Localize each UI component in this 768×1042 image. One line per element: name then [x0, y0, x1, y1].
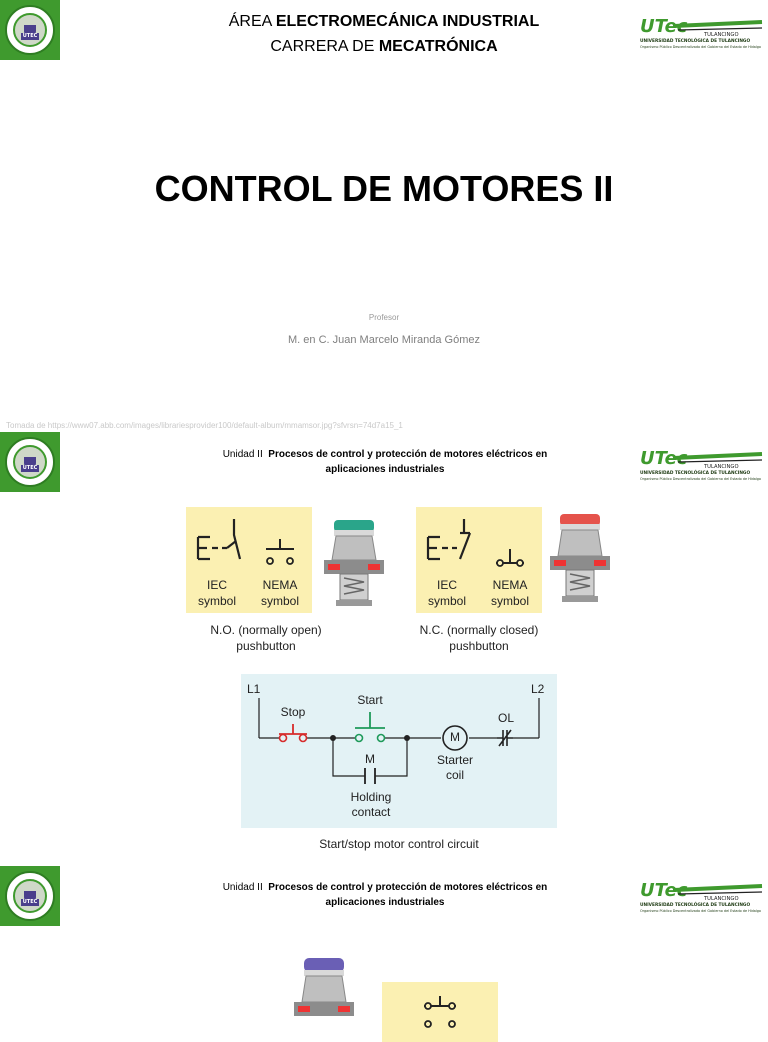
- start-button-symbol: [354, 712, 386, 743]
- nc-caption: N.C. (normally closed)pushbutton: [419, 623, 539, 653]
- circuit-wiring: [258, 698, 540, 784]
- start-label: Start: [357, 693, 383, 707]
- professor-name: M. en C. Juan Marcelo Miranda Gómez: [288, 334, 480, 346]
- svg-text:Organismo Público Descentraliz: Organismo Público Descentralizado del Go…: [640, 45, 761, 49]
- l1-label: L1: [247, 682, 261, 696]
- stop-label: Stop: [280, 705, 306, 719]
- iec-nc-symbol-icon: [426, 519, 472, 561]
- motor-symbol-label: M: [450, 730, 460, 744]
- nema-nc-symbol-icon: [424, 996, 456, 1028]
- unit-heading: Unidad II Procesos de control y protecci…: [222, 449, 548, 475]
- utec-tulancingo-logo-right: UTec TULANCINGO UNIVERSIDAD TECNOLÓGICA …: [640, 448, 763, 481]
- utec-tulancingo-logo-right: UTec TULANCINGO UNIVERSIDAD TECNOLÓGICA …: [640, 16, 763, 49]
- slide-pushbuttons-continued: UTEC UTec TULANCINGO UNIVERSIDAD TECNOLÓ…: [0, 864, 768, 1042]
- green-pushbutton-image: [324, 520, 384, 606]
- utec-shield-logo-left: UTEC: [0, 0, 60, 60]
- svg-text:UNIVERSIDAD TECNOLÓGICA DE TUL: UNIVERSIDAD TECNOLÓGICA DE TULANCINGO: [640, 469, 750, 476]
- nema-nc-symbol-icon: [496, 549, 524, 567]
- l2-label: L2: [531, 682, 545, 696]
- holding-m-label: M: [365, 752, 375, 766]
- area-line: ÁREA ELECTROMECÁNICA INDUSTRIAL: [228, 13, 540, 30]
- svg-text:UNIVERSIDAD TECNOLÓGICA DE TUL: UNIVERSIDAD TECNOLÓGICA DE TULANCINGO: [640, 901, 750, 908]
- career-line: CARRERA DE MECATRÓNICA: [270, 38, 498, 55]
- circuit-caption: Start/stop motor control circuit: [319, 837, 479, 851]
- image-source-link[interactable]: Tomada de https://www07.abb.com/images/l…: [6, 421, 403, 430]
- nema-symbol-panel: [382, 982, 498, 1042]
- svg-text:UTec: UTec: [640, 880, 688, 901]
- nema-no-symbol-icon: [266, 539, 294, 565]
- svg-text:UTec: UTec: [640, 448, 688, 469]
- purple-pushbutton-image: [294, 958, 354, 1016]
- iec-no-symbol-icon: [196, 519, 242, 561]
- no-caption: N.O. (normally open)pushbutton: [210, 623, 322, 653]
- slide-title: UTEC ÁREA ELECTROMECÁNICA INDUSTRIAL CAR…: [0, 0, 768, 430]
- logo-utec-text: UTec: [640, 16, 688, 37]
- utec-shield-logo-left: UTEC: [0, 866, 60, 926]
- presentation-title: CONTROL DE MOTORES II: [154, 168, 614, 209]
- svg-text:TULANCINGO: TULANCINGO: [703, 32, 739, 38]
- utec-shield-logo-left: UTEC: [0, 432, 60, 492]
- utec-tulancingo-logo-right: UTec TULANCINGO UNIVERSIDAD TECNOLÓGICA …: [640, 880, 763, 913]
- starter-coil-symbol: [442, 725, 468, 751]
- svg-text:UNIVERSIDAD TECNOLÓGICA DE TUL: UNIVERSIDAD TECNOLÓGICA DE TULANCINGO: [640, 37, 750, 44]
- ol-label: OL: [497, 711, 514, 725]
- svg-text:TULANCINGO: TULANCINGO: [703, 896, 739, 902]
- red-pushbutton-image: [550, 514, 610, 602]
- svg-text:TULANCINGO: TULANCINGO: [703, 464, 739, 470]
- stop-button-symbol: [278, 724, 308, 743]
- unit-heading: Unidad II Procesos de control y protecci…: [222, 882, 548, 908]
- svg-text:Organismo Público Descentraliz: Organismo Público Descentralizado del Go…: [640, 477, 761, 481]
- svg-text:Organismo Público Descentraliz: Organismo Público Descentralizado del Go…: [640, 909, 761, 913]
- professor-label: Profesor: [368, 313, 400, 322]
